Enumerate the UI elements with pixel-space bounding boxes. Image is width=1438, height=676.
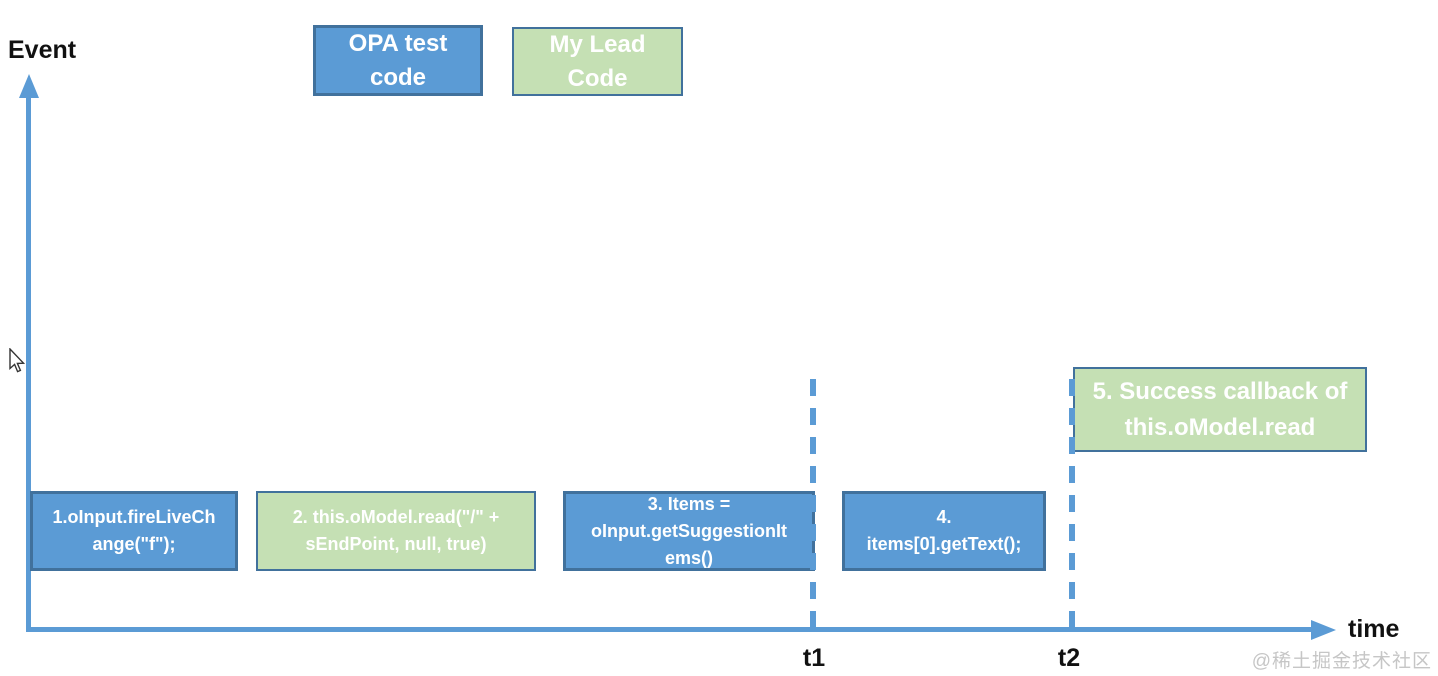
- event-box-1-label: 1.oInput.fireLiveCh ange("f");: [52, 507, 216, 554]
- y-axis-line: [26, 96, 31, 632]
- event-box-3-label: 3. Items = oInput.getSuggestionIt ems(): [591, 493, 787, 568]
- event-box-5-success-callback: 5. Success callback of this.oModel.read: [1073, 367, 1367, 452]
- event-box-2-oModel-read: 2. this.oModel.read("/" + sEndPoint, nul…: [256, 491, 536, 571]
- legend-box-my-lead-code: My Lead Code: [512, 27, 683, 96]
- x-axis-label: time: [1348, 615, 1400, 643]
- y-axis-label: Event: [8, 36, 77, 64]
- event-box-4-label: 4. items[0].getText();: [866, 507, 1022, 554]
- watermark: @稀土掘金技术社区: [1251, 651, 1432, 672]
- t2-dashed-line: [1069, 368, 1075, 628]
- event-box-2-label: 2. this.oModel.read("/" + sEndPoint, nul…: [292, 507, 500, 554]
- event-box-4-getText: 4. items[0].getText();: [842, 491, 1046, 571]
- x-axis-arrow-right-icon: [1311, 620, 1336, 640]
- legend-box-opa-test-code: OPA test code: [313, 25, 483, 96]
- y-axis-arrow-up-icon: [19, 74, 39, 98]
- legend-label-my-lead-code: My Lead Code: [549, 30, 646, 92]
- tick-label-t1: t1: [802, 644, 826, 672]
- event-box-3-getSuggestionItems: 3. Items = oInput.getSuggestionIt ems(): [563, 491, 815, 571]
- tick-label-t2: t2: [1057, 644, 1081, 672]
- legend-label-opa-test-code: OPA test code: [348, 29, 448, 91]
- event-box-5-label: 5. Success callback of this.oModel.read: [1092, 377, 1348, 441]
- t1-dashed-line: [810, 370, 816, 628]
- mouse-cursor-icon: [9, 348, 26, 373]
- event-box-1-fireLiveChange: 1.oInput.fireLiveCh ange("f");: [30, 491, 238, 571]
- x-axis-line: [26, 627, 1312, 632]
